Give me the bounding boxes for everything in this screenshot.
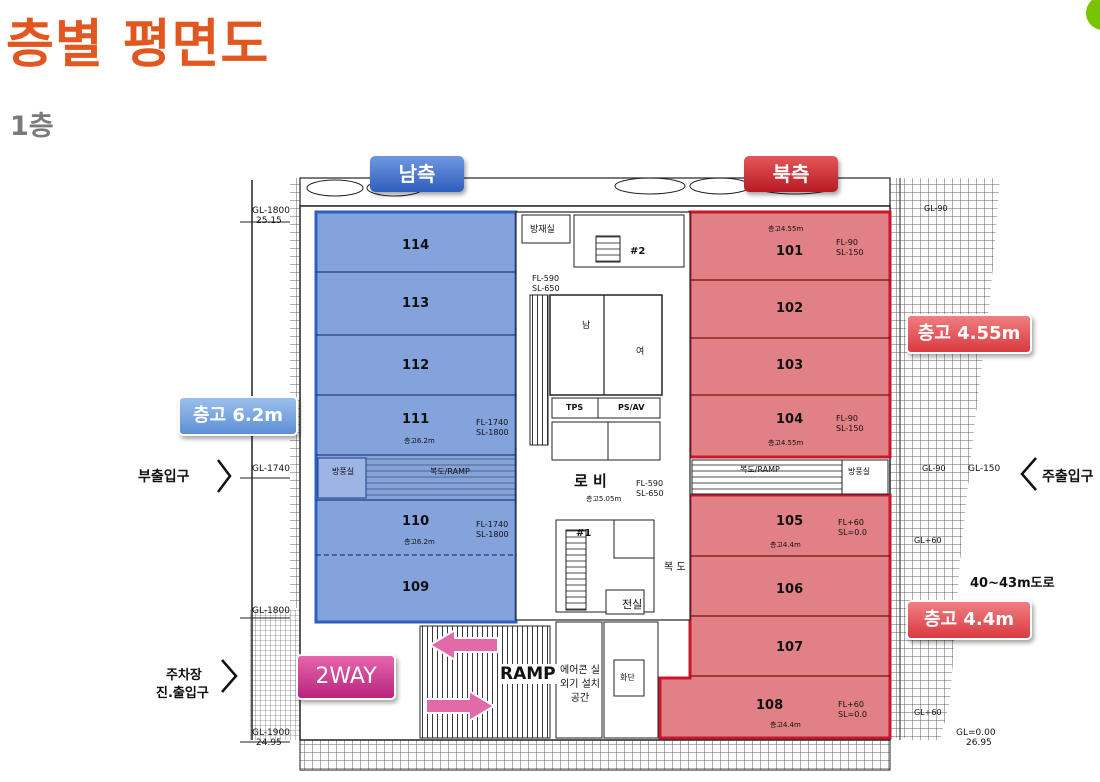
north-level-sl-105: SL=0.0 [838, 528, 867, 537]
aircon-label: 에어콘 실외기 설치 공간 [560, 665, 600, 704]
ramp-label: RAMP [498, 664, 558, 684]
gl-bottom-left: GL-1900 [252, 728, 290, 738]
south-wind-room: 방풍실 [332, 467, 355, 476]
north-level-fl-101: FL-90 [836, 238, 858, 247]
south-badge: 남측 [370, 156, 464, 192]
south-level-sl-110: SL-1800 [476, 530, 509, 539]
gl-mid-right: GL-90 [922, 464, 946, 473]
core-level-fl: FL-590 [532, 274, 560, 283]
arrow-in-icon [428, 628, 499, 662]
gl-mid-right-2: GL-150 [968, 464, 1001, 474]
unit-104: 104 [776, 412, 804, 427]
arrow-out-icon [425, 689, 496, 723]
unit-101: 101 [776, 244, 804, 259]
lobby-height-label: 층고5.05m [586, 495, 622, 503]
gl-right-60-b: GL+60 [914, 708, 942, 717]
height-north-upper-badge: 층고 4.55m [906, 314, 1032, 354]
page-title: 층별 평면도 [6, 15, 270, 75]
disaster-room-label: 방재실 [530, 225, 555, 235]
gl-top-left: GL-1800 [252, 206, 290, 216]
gl-bottom-right: GL=0.00 [956, 728, 996, 738]
gl-bottom-right-value: 26.95 [966, 738, 992, 748]
bottom-band [299, 739, 891, 771]
gl-top-right: GL-90 [924, 204, 948, 213]
decorative-dot [1086, 0, 1100, 30]
south-ramp-label: 복도/RAMP [430, 467, 470, 476]
electric-room-label: 전실 [622, 598, 643, 611]
north-wind-room: 방풍실 [848, 467, 871, 476]
height-south-badge: 층고 6.2m [178, 396, 298, 436]
floor-subtitle: 1층 [10, 111, 54, 142]
lobby-label: 로 비 [574, 472, 607, 490]
core-level-sl: SL-650 [532, 284, 560, 293]
gl-lower-left: GL-1800 [252, 606, 290, 616]
north-level-sl-104: SL-150 [836, 424, 864, 433]
secondary-entrance-arrow [217, 459, 232, 493]
unit-102: 102 [776, 301, 804, 316]
north-badge: 북측 [744, 156, 838, 192]
north-level-fl-104: FL-90 [836, 414, 858, 423]
north-ramp-label: 복도/RAMP [740, 465, 780, 474]
unit-109: 109 [402, 580, 430, 595]
gl-bottom-left-value: 24.95 [256, 738, 282, 748]
north-height-108: 층고4.4m [770, 721, 801, 729]
north-level-fl-108: FL+60 [838, 700, 864, 709]
unit-108: 108 [756, 698, 784, 713]
north-height-101: 층고4.55m [768, 225, 804, 233]
flower-bed-label: 화단 [620, 673, 635, 682]
unit-113: 113 [402, 296, 430, 311]
gl-mid-left: GL-1740 [252, 464, 290, 474]
right-pavement-outer [912, 178, 1000, 740]
parking-entrance-label-2: 진.출입구 [156, 686, 209, 701]
south-height-111: 층고6.2m [404, 437, 435, 445]
north-level-fl-105: FL+60 [838, 518, 864, 527]
unit-112: 112 [402, 358, 430, 373]
unit-110: 110 [402, 514, 430, 529]
secondary-entrance-label: 부출입구 [138, 469, 190, 485]
lobby-level-sl: SL-650 [636, 489, 664, 498]
female-restroom-label: 여 [636, 347, 645, 357]
unit-105: 105 [776, 514, 804, 529]
south-height-110: 층고6.2m [404, 538, 435, 546]
unit-106: 106 [776, 582, 804, 597]
right-pavement-inner [890, 178, 912, 738]
north-level-sl-101: SL-150 [836, 248, 864, 257]
south-level-fl-110: FL-1740 [476, 520, 509, 529]
stair-1-label: #1 [576, 528, 592, 539]
height-north-lower-badge: 층고 4.4m [906, 600, 1032, 640]
two-way-badge: 2WAY [296, 654, 396, 700]
gl-top-left-value: 25.15 [256, 216, 282, 226]
unit-103: 103 [776, 358, 804, 373]
male-restroom-label: 남 [582, 321, 591, 331]
south-level-fl: FL-1740 [476, 418, 509, 427]
gl-right-60-a: GL+60 [914, 536, 942, 545]
north-upper-zone [688, 210, 892, 459]
south-zone [314, 210, 518, 624]
road-label: 40~43m도로 [970, 576, 1055, 591]
south-level-sl: SL-1800 [476, 428, 509, 437]
unit-114: 114 [402, 238, 430, 253]
north-height-105: 층고4.4m [770, 541, 801, 549]
north-height-104: 층고4.55m [768, 439, 804, 447]
parking-entrance-arrow [221, 659, 238, 693]
north-level-sl-108: SL=0.0 [838, 710, 867, 719]
tps-label: TPS [566, 403, 584, 412]
corridor-label: 복 도 [664, 562, 686, 573]
main-entrance-arrow [1020, 457, 1037, 491]
parking-entrance-label-1: 주차장 [166, 668, 202, 683]
stair-2-label: #2 [630, 246, 646, 257]
psav-label: PS/AV [618, 403, 645, 412]
unit-107: 107 [776, 640, 804, 655]
unit-111: 111 [402, 412, 430, 427]
main-entrance-label: 주출입구 [1042, 469, 1094, 485]
lobby-level-fl: FL-590 [636, 479, 664, 488]
